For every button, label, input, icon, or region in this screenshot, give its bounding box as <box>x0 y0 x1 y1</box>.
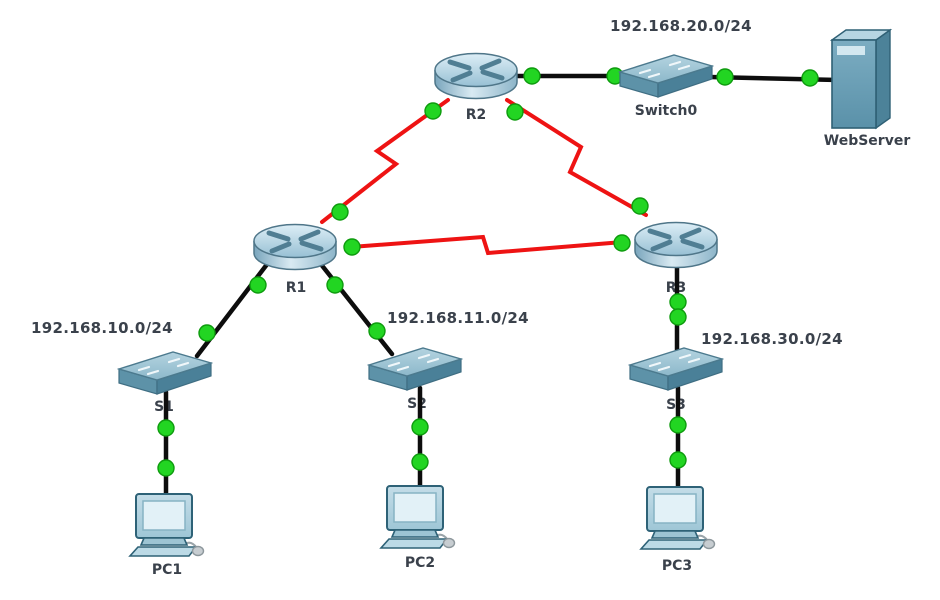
network-label-30: 192.168.30.0/24 <box>701 330 843 348</box>
device-pc3[interactable] <box>637 484 717 558</box>
router-icon <box>253 223 337 271</box>
device-webserver[interactable] <box>829 28 894 134</box>
status-dot <box>523 67 541 85</box>
pc-icon <box>128 493 205 557</box>
router-icon <box>634 221 718 269</box>
status-dot <box>411 453 429 471</box>
device-label-pc2: PC2 <box>404 555 436 571</box>
device-r3[interactable] <box>634 218 718 276</box>
status-dot <box>157 459 175 477</box>
device-label-pc1: PC1 <box>151 562 183 578</box>
pc-icon <box>379 485 456 549</box>
status-dot <box>326 276 344 294</box>
network-label-11: 192.168.11.0/24 <box>387 309 529 327</box>
status-dot <box>669 416 687 434</box>
status-dot <box>424 102 442 120</box>
status-dot <box>631 197 649 215</box>
status-dot <box>801 69 819 87</box>
status-dot <box>343 238 361 256</box>
device-r2[interactable] <box>434 49 518 107</box>
status-dot <box>331 203 349 221</box>
cable-serial-r2-r3[interactable] <box>505 98 648 217</box>
status-dot <box>669 308 687 326</box>
cable-serial-r1-r3[interactable] <box>349 234 625 256</box>
device-r1[interactable] <box>253 220 337 278</box>
switch-icon <box>366 347 464 391</box>
status-dot <box>249 276 267 294</box>
device-s3[interactable] <box>627 345 725 397</box>
device-s2[interactable] <box>366 345 464 397</box>
status-dot <box>506 103 524 121</box>
status-dot <box>411 418 429 436</box>
status-dot <box>198 324 216 342</box>
network-label-10: 192.168.10.0/24 <box>31 319 173 337</box>
status-dot <box>613 234 631 252</box>
device-pc2[interactable] <box>377 483 457 557</box>
status-dot <box>716 68 734 86</box>
device-label-webserver: WebServer <box>823 133 911 149</box>
device-label-r2: R2 <box>465 107 487 123</box>
status-dot <box>157 419 175 437</box>
device-label-pc3: PC3 <box>661 558 693 574</box>
network-label-20: 192.168.20.0/24 <box>610 17 752 35</box>
server-icon <box>829 28 893 130</box>
device-s1[interactable] <box>116 349 214 401</box>
status-dot <box>669 293 687 311</box>
router-icon <box>434 52 518 100</box>
cable-serial-r2-r1[interactable] <box>320 98 450 224</box>
device-pc1[interactable] <box>126 491 206 565</box>
device-label-r1: R1 <box>285 280 307 296</box>
status-dot <box>368 322 386 340</box>
switch-icon <box>627 347 725 391</box>
switch-icon <box>116 351 214 395</box>
switch-icon <box>617 54 715 98</box>
status-dot <box>669 451 687 469</box>
device-switch0[interactable] <box>617 52 715 104</box>
pc-icon <box>639 486 716 550</box>
device-label-switch0: Switch0 <box>634 103 698 119</box>
